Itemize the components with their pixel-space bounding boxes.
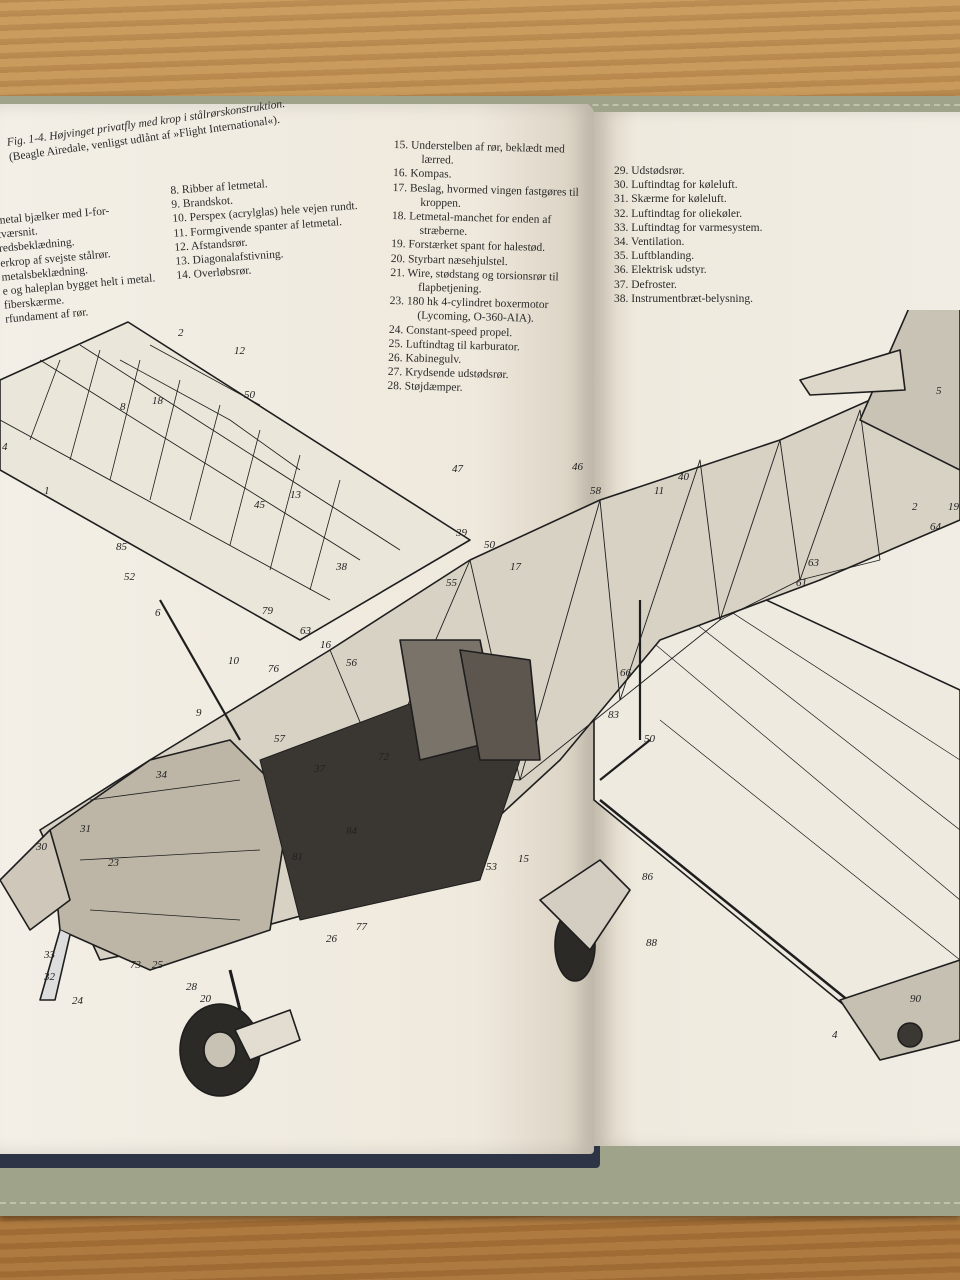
legend-item: 35. Luftblanding.: [614, 250, 695, 263]
callout: 85: [116, 541, 128, 553]
callout: 20: [200, 993, 212, 1005]
callout: 64: [930, 521, 942, 533]
callout: 12: [234, 345, 246, 357]
callout: 28: [186, 981, 198, 993]
callout: 39: [455, 527, 468, 539]
callout: 17: [510, 561, 522, 573]
callout: 66: [620, 667, 632, 679]
callout: 15: [518, 853, 530, 865]
callout: 56: [346, 657, 358, 669]
callout: 11: [654, 485, 664, 497]
callout: 18: [152, 395, 164, 407]
callout: 58: [590, 485, 602, 497]
callout: 2: [178, 327, 184, 339]
callout: 50: [484, 539, 496, 551]
aircraft-cutaway-drawing: 2 8 18 12 50 4 1 34 85 52 6 47 46 58 11 …: [0, 310, 960, 1097]
callout: 52: [124, 571, 136, 583]
callout: 86: [642, 871, 654, 883]
legend-column-4: 29. Udstødsrør. 30. Luftindtag for kølelu…: [614, 164, 763, 306]
callout: 55: [446, 577, 458, 589]
propeller-blade: [39, 929, 71, 1001]
callout: 10: [228, 655, 240, 667]
callout: 25: [152, 959, 164, 971]
callout: 13: [290, 489, 302, 501]
callout: 72: [378, 751, 390, 763]
callout: 1: [44, 485, 50, 497]
legend-item: 33. Luftindtag for varmesystem.: [614, 221, 763, 234]
propeller-spinner: [0, 829, 71, 931]
callout: 63: [808, 557, 820, 569]
callout: 61: [796, 577, 807, 589]
callout: 16: [320, 639, 332, 651]
callout: 73: [130, 959, 142, 971]
left-wing-ribs: [29, 349, 341, 591]
callout: 8: [120, 401, 126, 413]
tail-fin: [859, 310, 960, 471]
legend-column-2: 8. Ribber af letmetal.9. Brandskot.10. P…: [170, 171, 362, 283]
callout: 76: [268, 663, 280, 675]
callout: 46: [572, 461, 584, 473]
callout: 90: [910, 993, 922, 1005]
callout: 57: [274, 733, 286, 745]
legend-item: 29. Udstødsrør.: [614, 165, 685, 177]
callout: 24: [72, 995, 84, 1007]
callout: 23: [108, 857, 120, 869]
callout: 26: [326, 933, 338, 945]
callout: 63: [300, 625, 312, 637]
callout: 88: [646, 937, 658, 949]
callout: 79: [262, 605, 274, 617]
legend-item: 34. Ventilation.: [614, 236, 685, 249]
callout: 4: [2, 441, 8, 453]
callout: 83: [608, 709, 620, 721]
callout: 50: [644, 733, 656, 745]
callout: 9: [196, 707, 202, 719]
legend-item: 32. Luftindtag for oliekøler.: [614, 207, 743, 220]
callout: 81: [292, 851, 303, 863]
callout: 19: [948, 501, 960, 513]
callout: 40: [678, 471, 690, 483]
left-wing-outline: [0, 321, 471, 641]
legend-item: 37. Defroster.: [614, 278, 677, 291]
cabin-interior: [259, 699, 521, 921]
callout: 4: [832, 1029, 838, 1041]
callout: 31: [79, 823, 91, 835]
legend-item: 31. Skærme for køleluft.: [614, 193, 727, 206]
callout: 32: [43, 971, 56, 983]
wing-strut-left: [159, 599, 241, 741]
callout: 34: [155, 769, 168, 781]
callout: 50: [244, 389, 256, 401]
callout: 30: [35, 841, 48, 853]
callout: 38: [335, 561, 348, 573]
legend-column-1: metal bjælker med I-for-tværsnit.redsbek…: [0, 201, 158, 328]
callout: 45: [254, 499, 266, 511]
legend-item: 38. Instrumentbræt-belysning.: [614, 292, 753, 305]
callout: 37: [313, 763, 326, 775]
wing-strut-right: [599, 600, 651, 781]
callout: 77: [356, 921, 368, 933]
callout: 84: [346, 825, 358, 837]
legend-item: 36. Elektrisk udstyr.: [614, 264, 707, 277]
callout: 6: [155, 607, 161, 619]
drawing-linework: [0, 310, 960, 1097]
legend-item: 30. Luftindtag for køleluft.: [614, 179, 738, 192]
callout-numbers: 2 8 18 12 50 4 1 34 85 52 6 47 46 58 11 …: [2, 327, 960, 1041]
callout: 53: [486, 861, 498, 873]
callout: 33: [43, 949, 56, 961]
callout: 2: [912, 501, 918, 513]
callout: 47: [452, 463, 464, 475]
callout: 5: [936, 385, 942, 397]
wheel-fairing: [234, 1009, 301, 1061]
